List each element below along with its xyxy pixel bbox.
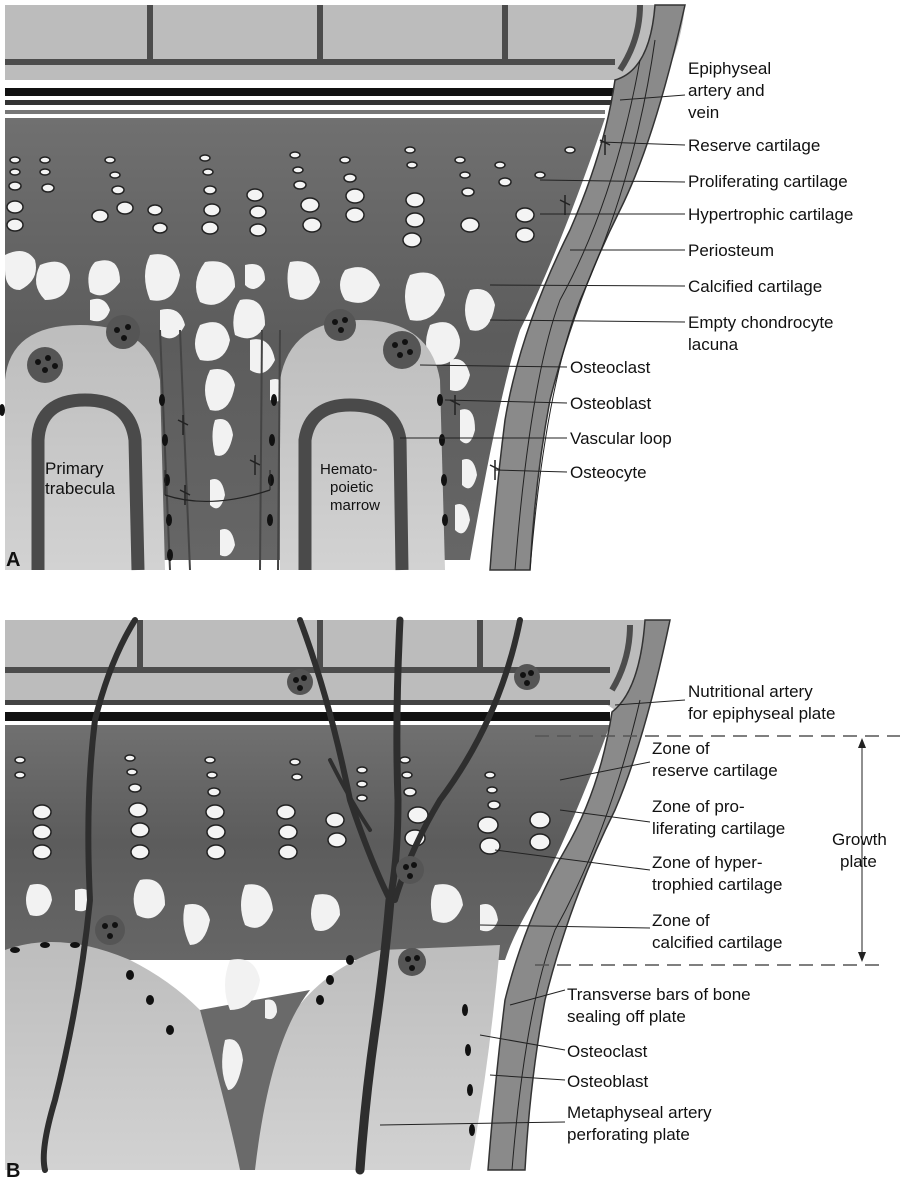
label-primary-trabecula-2: trabecula — [45, 479, 115, 498]
label-zone-proliferating-1: Zone of pro- — [652, 797, 745, 816]
label-growth-plate-2: plate — [840, 852, 877, 871]
label-transverse-bars-2: sealing off plate — [567, 1007, 686, 1026]
label-osteoclast-b: Osteoclast — [567, 1042, 648, 1061]
label-calcified-cartilage: Calcified cartilage — [688, 277, 822, 296]
marrow-left-b — [5, 942, 240, 1170]
label-osteoblast-a: Osteoblast — [570, 394, 652, 413]
label-zone-hypertrophied-1: Zone of hyper- — [652, 853, 763, 872]
label-metaphyseal-artery-2: perforating plate — [567, 1125, 690, 1144]
label-osteoblast-b: Osteoblast — [567, 1072, 649, 1091]
label-osteocyte: Osteocyte — [570, 463, 647, 482]
label-epiphyseal-artery-1: Epiphyseal — [688, 59, 771, 78]
label-zone-calcified-2: calcified cartilage — [652, 933, 782, 952]
label-hematopoietic-2: poietic — [330, 479, 374, 496]
label-zone-reserve-1: Zone of — [652, 739, 710, 758]
label-reserve-cartilage: Reserve cartilage — [688, 136, 820, 155]
label-zone-proliferating-2: liferating cartilage — [652, 819, 785, 838]
label-nutritional-artery-2: for epiphyseal plate — [688, 704, 835, 723]
panel-letter-a: A — [6, 549, 20, 571]
label-zone-hypertrophied-2: trophied cartilage — [652, 875, 782, 894]
label-hematopoietic-1: Hemato- — [320, 461, 378, 478]
panel-b: Nutritional artery for epiphyseal plate … — [5, 620, 900, 1180]
label-vascular-loop: Vascular loop — [570, 429, 672, 448]
label-empty-lacuna-1: Empty chondrocyte — [688, 313, 834, 332]
panel-letter-b: B — [6, 1160, 20, 1180]
label-primary-trabecula-1: Primary — [45, 459, 104, 478]
label-epiphyseal-artery-3: vein — [688, 103, 719, 122]
label-zone-reserve-2: reserve cartilage — [652, 761, 778, 780]
label-hematopoietic-3: marrow — [330, 497, 380, 514]
label-growth-plate-1: Growth — [832, 830, 887, 849]
label-transverse-bars-1: Transverse bars of bone — [567, 985, 751, 1004]
label-proliferating-cartilage: Proliferating cartilage — [688, 172, 848, 191]
label-epiphyseal-artery-2: artery and — [688, 81, 765, 100]
label-nutritional-artery-1: Nutritional artery — [688, 682, 813, 701]
cartilage-region-b — [5, 725, 610, 960]
label-zone-calcified-1: Zone of — [652, 911, 710, 930]
label-periosteum: Periosteum — [688, 241, 774, 260]
label-hypertrophic-cartilage: Hypertrophic cartilage — [688, 205, 853, 224]
label-metaphyseal-artery-1: Metaphyseal artery — [567, 1103, 712, 1122]
growth-plate-arrow — [858, 738, 866, 962]
label-empty-lacuna-2: lacuna — [688, 335, 739, 354]
epiphysis-area-a — [5, 5, 685, 100]
label-osteoclast-a: Osteoclast — [570, 358, 651, 377]
panel-a: Epiphyseal artery and vein Reserve carti… — [0, 5, 853, 571]
epiphyseal-artery-band-a — [5, 88, 615, 96]
